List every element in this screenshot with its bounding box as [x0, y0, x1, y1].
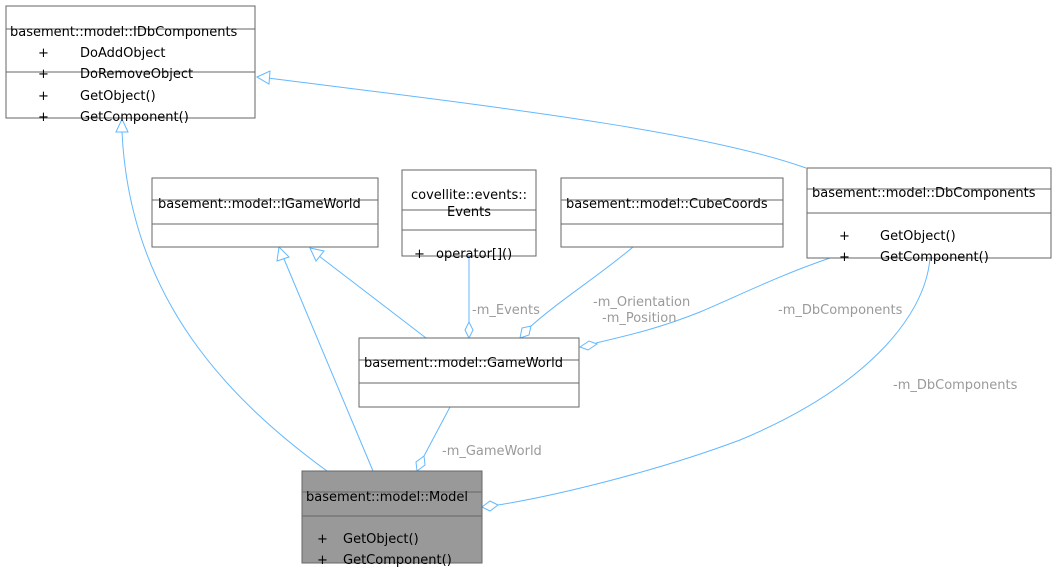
edge-cube-to-gw	[529, 246, 634, 328]
visibility-marker: +	[38, 46, 49, 61]
edge-dbc-to-idb	[267, 77, 807, 169]
edge-dbc-to-model	[497, 257, 931, 506]
method: GetObject()	[343, 532, 419, 547]
class-box	[358, 337, 580, 408]
edge-labels: -m_Events -m_Orientation -m_Position -m_…	[442, 295, 1018, 459]
method: GetObject()	[80, 89, 156, 104]
method: GetObject()	[880, 229, 956, 244]
class-box	[301, 470, 483, 564]
class-igameworld[interactable]: basement::model::IGameWorld	[151, 177, 379, 248]
visibility-marker: +	[414, 247, 425, 262]
edge-label-gameworld: -m_GameWorld	[442, 444, 542, 459]
aggregation-diamond-cube	[519, 325, 532, 339]
class-box	[5, 5, 256, 119]
edge-label-position: -m_Position	[602, 311, 676, 326]
class-model[interactable]: basement::model::Model + GetObject() + G…	[301, 470, 483, 567]
class-idbcomponents[interactable]: basement::model::IDbComponents + DoAddOb…	[5, 5, 256, 125]
method: GetComponent()	[80, 110, 189, 125]
visibility-marker: +	[317, 553, 328, 567]
visibility-marker: +	[38, 110, 49, 125]
edge-model-to-idb	[121, 131, 328, 472]
class-name-line2: Events	[447, 205, 491, 220]
class-name: basement::model::IDbComponents	[10, 25, 238, 40]
aggregation-diamond-dbc-model	[481, 500, 499, 512]
inherit-arrow-idb-bottom	[115, 117, 129, 133]
class-box	[401, 169, 537, 257]
aggregation-diamond-events	[464, 320, 474, 340]
visibility-marker: +	[317, 532, 328, 547]
edges	[115, 70, 931, 512]
attribute: DoRemoveObject	[80, 67, 193, 82]
method: GetComponent()	[880, 250, 989, 265]
visibility-marker: +	[839, 229, 850, 244]
method: operator[]()	[436, 247, 512, 262]
class-name: basement::model::Model	[306, 490, 468, 505]
class-box	[151, 177, 379, 248]
aggregation-diamond-dbc-gw	[578, 340, 599, 351]
aggregation-diamond-gw-model	[415, 455, 426, 472]
visibility-marker: +	[38, 67, 49, 82]
class-name: basement::model::GameWorld	[364, 356, 563, 371]
edge-gw-to-model	[423, 406, 451, 457]
class-name: basement::model::CubeCoords	[566, 197, 768, 212]
class-name-line1: covellite::events::	[411, 188, 527, 203]
edge-label-events: -m_Events	[472, 303, 540, 318]
class-dbcomponents[interactable]: basement::model::DbComponents + GetObjec…	[806, 167, 1052, 265]
inherit-arrow-idb-right	[255, 70, 271, 85]
edge-dbc-to-gw	[595, 257, 831, 344]
edge-label-dbcomponents-gw: -m_DbComponents	[778, 303, 903, 318]
visibility-marker: +	[839, 250, 850, 265]
class-name: basement::model::DbComponents	[812, 186, 1036, 201]
inherit-arrow-igw-left	[276, 245, 290, 262]
edge-gw-to-igw	[318, 255, 427, 339]
attribute: DoAddObject	[80, 46, 165, 61]
class-events[interactable]: covellite::events:: Events + operator[](…	[401, 169, 537, 262]
class-box	[560, 177, 784, 248]
edge-model-to-igw	[283, 258, 374, 472]
edge-label-dbcomponents-model: -m_DbComponents	[893, 378, 1018, 393]
class-cubecoords[interactable]: basement::model::CubeCoords	[560, 177, 784, 248]
class-gameworld[interactable]: basement::model::GameWorld	[358, 337, 580, 408]
method: GetComponent()	[343, 553, 452, 567]
class-name: basement::model::IGameWorld	[158, 197, 361, 212]
visibility-marker: +	[38, 89, 49, 104]
inherit-arrow-igw-right	[309, 247, 325, 262]
edge-label-orientation: -m_Orientation	[593, 295, 690, 310]
